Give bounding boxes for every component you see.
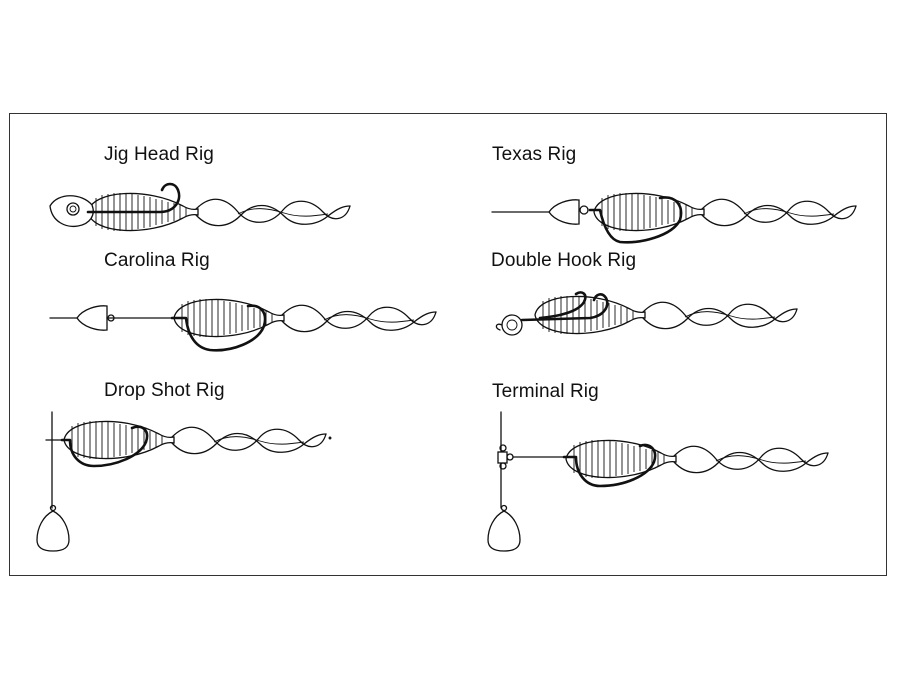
- label-texas-rig: Texas Rig: [492, 144, 577, 165]
- jig-head-icon: [501, 314, 523, 336]
- hook-icon: [86, 182, 181, 214]
- hook-icon: [520, 293, 609, 322]
- swivel-icon: [497, 444, 514, 470]
- jig-head-icon: [49, 195, 94, 228]
- diagram-frame: [9, 113, 887, 576]
- hook-icon: [562, 443, 657, 488]
- hook-icon: [538, 291, 587, 320]
- rig-double-hook: [495, 291, 798, 336]
- label-carolina-rig: Carolina Rig: [104, 250, 210, 271]
- rig-texas: [491, 192, 857, 244]
- rig-carolina: [49, 298, 437, 352]
- hook-icon: [588, 196, 683, 244]
- rig-terminal: [487, 411, 829, 552]
- label-drop-shot-rig: Drop Shot Rig: [104, 380, 225, 401]
- label-double-hook-rig: Double Hook Rig: [491, 250, 637, 271]
- label-terminal-rig: Terminal Rig: [492, 381, 599, 402]
- rig-drop-shot: [36, 411, 332, 552]
- hook-icon: [170, 304, 267, 352]
- label-jig-head-rig: Jig Head Rig: [104, 144, 214, 165]
- rig-jig-head: [49, 182, 351, 232]
- hook-icon: [60, 425, 149, 468]
